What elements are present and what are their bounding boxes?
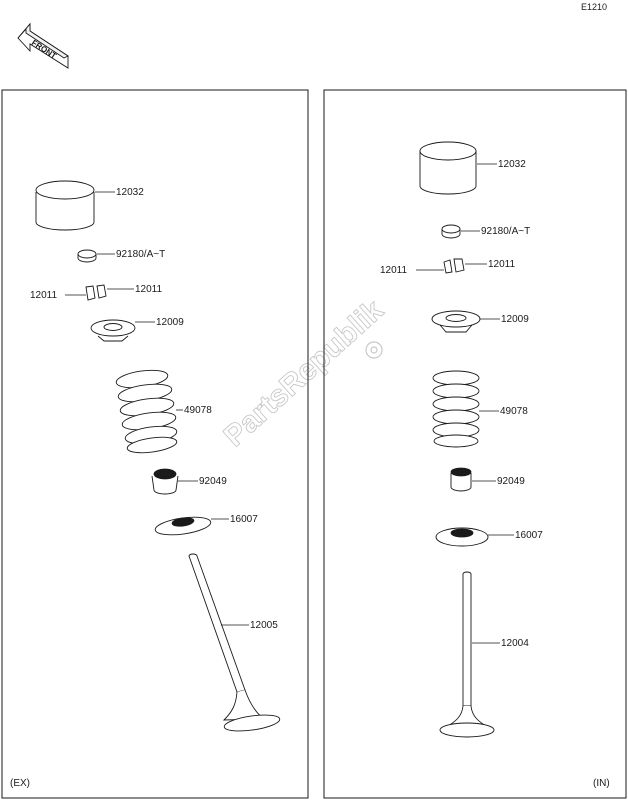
front-arrow-icon: FRONT: [17, 22, 69, 69]
diagram-code: E1210: [581, 2, 607, 12]
valve-part: [188, 553, 281, 732]
label-retainer-ex: 12009: [156, 317, 184, 328]
tappet-part: [35, 180, 95, 231]
panel-tag-in: (IN): [593, 778, 610, 789]
valve-part: [439, 571, 495, 738]
label-cotter-right-in: 12011: [488, 259, 516, 270]
label-cotter-left-in: 12011: [380, 265, 408, 276]
label-spring-ex: 49078: [184, 405, 212, 416]
label-valve-ex: 12005: [250, 620, 278, 631]
label-seal-in: 92049: [497, 476, 525, 487]
shim-part: [441, 224, 461, 239]
label-seat-ex: 16007: [230, 514, 258, 525]
label-tappet-ex: 12032: [116, 187, 144, 198]
retainer-part: [90, 319, 136, 342]
cotter-part: [443, 258, 465, 274]
label-cotter-left-ex: 12011: [30, 290, 58, 301]
watermark-gear-icon: [365, 341, 383, 359]
spring-part: [115, 369, 178, 454]
label-shim-ex: 92180/A~T: [116, 249, 165, 260]
seal-part: [151, 468, 179, 495]
panel-tag-ex: (EX): [10, 778, 30, 789]
seal-part: [450, 467, 472, 492]
label-seat-in: 16007: [515, 530, 543, 541]
watermark: PartsRepublik: [218, 293, 390, 453]
label-cotter-right-ex: 12011: [135, 284, 163, 295]
label-seal-ex: 92049: [199, 476, 227, 487]
label-shim-in: 92180/A~T: [481, 226, 530, 237]
cotter-part: [85, 284, 107, 301]
retainer-part: [431, 310, 481, 333]
shim-part: [77, 249, 97, 263]
panel-exhaust: (EX) 12032 92180/A~T 12011 12011: [1, 89, 309, 799]
tappet-part: [419, 141, 477, 195]
spring-part: [432, 370, 480, 448]
label-retainer-in: 12009: [501, 314, 529, 325]
seat-part: [154, 516, 212, 536]
label-tappet-in: 12032: [498, 159, 526, 170]
seat-part: [435, 527, 489, 547]
panel-intake: (IN) 12032 92180/A~T 12011 12011: [323, 89, 627, 799]
label-valve-in: 12004: [501, 638, 529, 649]
label-spring-in: 49078: [500, 406, 528, 417]
